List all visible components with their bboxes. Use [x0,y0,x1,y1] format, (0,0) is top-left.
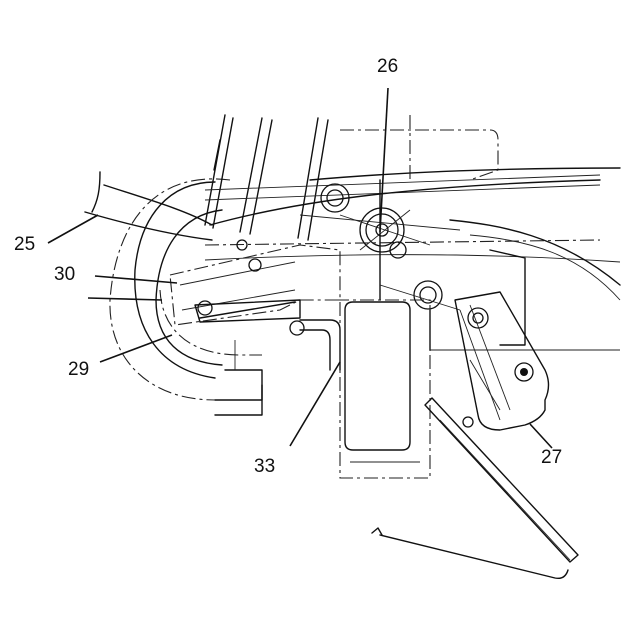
lever-assembly [455,250,549,430]
label-30: 30 [54,264,75,285]
label-29: 29 [68,359,89,380]
leader-29 [100,335,172,362]
label-27: 27 [541,447,562,468]
bracket-plate [170,240,340,325]
gear-cluster-upper [300,180,460,300]
panel-box [335,300,430,478]
label-26: 26 [377,56,398,77]
leader-lines [48,88,552,448]
leader-26 [380,88,388,232]
leader-30b [88,298,162,300]
pivot-gear [380,281,460,350]
leader-33 [290,362,340,446]
linkage-arm [195,300,340,370]
reference-labels: 25 26 27 29 30 33 [14,56,562,477]
leader-30 [95,276,177,283]
hose-assembly [85,172,262,415]
label-25: 25 [14,234,35,255]
leader-25 [48,215,98,243]
leader-27 [530,424,552,448]
pedal-rod [372,398,578,578]
upper-frame [205,115,620,350]
label-33: 33 [254,456,275,477]
